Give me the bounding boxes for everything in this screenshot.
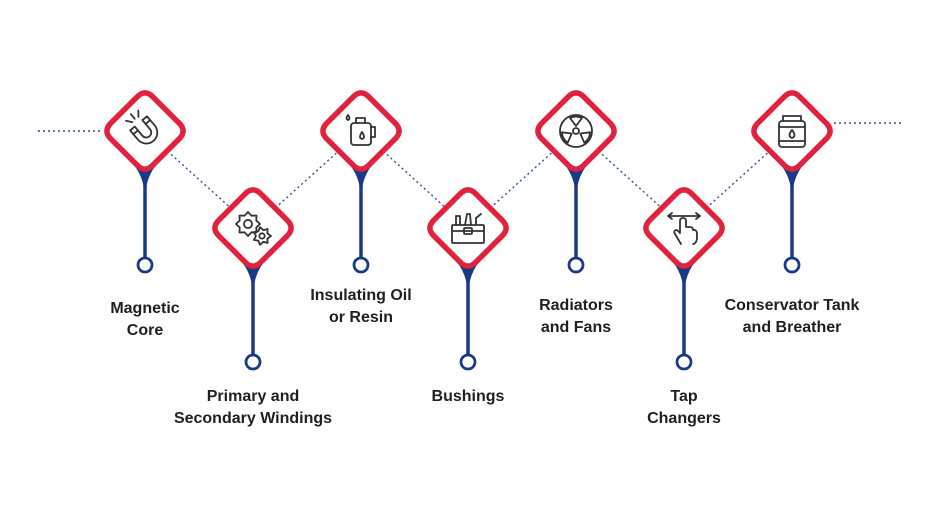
component-node (751, 90, 833, 274)
component-node (104, 90, 186, 274)
label-line: or Resin (328, 309, 393, 326)
diamond-frame (643, 187, 725, 269)
diamond-frame (104, 90, 186, 172)
label-line: Secondary Windings (173, 410, 333, 427)
diamond-frame (535, 90, 617, 172)
label-line: Insulating Oil (310, 287, 412, 304)
component-node (427, 187, 509, 371)
funnel-connector (561, 161, 591, 201)
diamond-frame (320, 90, 402, 172)
gears-icon (235, 211, 272, 246)
label-line: and Breather (742, 319, 842, 336)
label-line: Bushings (431, 388, 505, 405)
label-bushings: Bushings (368, 386, 568, 408)
label-tap-changers: Tap Changers (584, 386, 784, 430)
component-node (320, 90, 402, 274)
funnel-connector (453, 258, 483, 298)
label-radiators: Radiators and Fans (476, 295, 676, 339)
endpoint-ring (352, 256, 370, 274)
label-line: Primary and (206, 388, 300, 405)
funnel-connector (238, 258, 268, 298)
label-magnetic-core: Magnetic Core (45, 298, 245, 342)
label-insulating-oil: Insulating Oil or Resin (261, 285, 461, 329)
endpoint-ring (783, 256, 801, 274)
hand-slide-icon (667, 212, 701, 245)
label-line: and Fans (540, 319, 612, 336)
funnel-connector (130, 161, 160, 201)
funnel-connector (346, 161, 376, 201)
endpoint-ring (675, 353, 693, 371)
label-line: Radiators (539, 297, 613, 314)
label-line: Core (126, 322, 164, 339)
endpoint-ring (244, 353, 262, 371)
tank-icon (778, 115, 806, 148)
diamond-frame (212, 187, 294, 269)
oil-can-icon (345, 114, 376, 146)
label-line: Changers (647, 410, 721, 427)
component-node (643, 187, 725, 371)
component-nodes (104, 90, 833, 371)
toolbox-icon (451, 213, 485, 244)
label-conservator-tank: Conservator Tank and Breather (692, 295, 892, 339)
radiator-fan-icon (559, 114, 593, 148)
label-line: Conservator Tank (724, 297, 860, 314)
endpoint-ring (136, 256, 154, 274)
endpoint-ring (567, 256, 585, 274)
component-node (212, 187, 294, 371)
label-line: Tap (670, 388, 698, 405)
funnel-connector (777, 161, 807, 201)
label-line: Magnetic (110, 300, 180, 317)
component-node (535, 90, 617, 274)
endpoint-ring (459, 353, 477, 371)
funnel-connector (669, 258, 699, 298)
magnet-icon (125, 109, 159, 145)
label-windings: Primary and Secondary Windings (153, 386, 353, 430)
